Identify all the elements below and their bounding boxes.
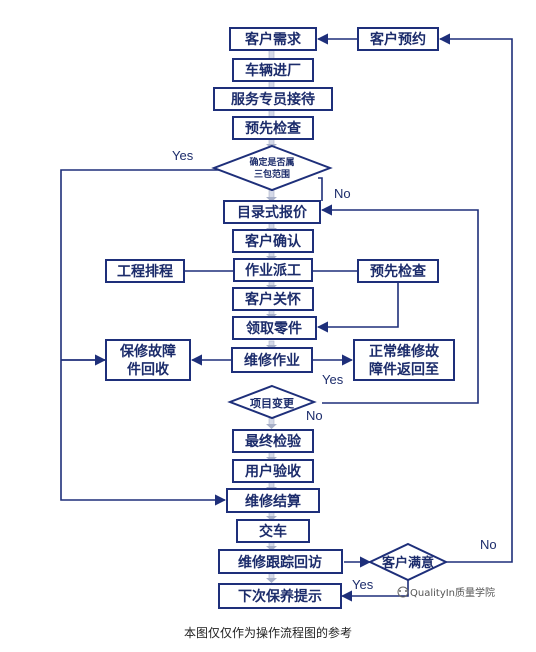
svg-text:客户满意: 客户满意	[382, 555, 434, 571]
svg-text:项目变更: 项目变更	[250, 396, 295, 410]
svg-text:预先检查: 预先检查	[370, 263, 427, 280]
svg-text:作业派工: 作业派工	[245, 262, 301, 279]
svg-text:预先检查: 预先检查	[245, 120, 302, 137]
wechat-icon	[397, 586, 409, 598]
svg-text:用户验收: 用户验收	[245, 463, 302, 480]
svg-text:下次保养提示: 下次保养提示	[238, 588, 322, 605]
svg-text:QualityIn质量学院: QualityIn质量学院	[410, 586, 495, 599]
svg-text:客户需求: 客户需求	[244, 31, 302, 48]
svg-text:维修结算: 维修结算	[245, 493, 301, 510]
edge-label-change-no: No	[306, 408, 323, 423]
decision-item-change: 项目变更	[227, 384, 317, 420]
svg-text:领取零件: 领取零件	[246, 320, 302, 337]
box-customer-need: 客户需求	[229, 27, 317, 51]
edge-label-repair-yes: Yes	[322, 372, 344, 387]
svg-text:客户预约: 客户预约	[369, 31, 426, 48]
box-normal-parts-return: 正常维修故 障件返回至	[353, 339, 455, 381]
svg-text:服务专员接待: 服务专员接待	[231, 91, 315, 108]
svg-text:保修故障: 保修故障	[119, 343, 176, 360]
svg-text:件回收: 件回收	[127, 361, 170, 378]
box-follow-up: 维修跟踪回访	[218, 549, 343, 574]
box-vehicle-entry: 车辆进厂	[232, 58, 314, 82]
box-quote: 目录式报价	[223, 200, 321, 224]
svg-text:确定是否属: 确定是否属	[249, 156, 294, 168]
box-pre-check-2: 预先检查	[357, 259, 439, 283]
flow-lines	[60, 33, 513, 602]
box-customer-care: 客户关怀	[232, 287, 314, 311]
watermark: QualityIn质量学院	[397, 586, 495, 599]
box-repair-work: 维修作业	[231, 347, 313, 373]
svg-text:维修作业: 维修作业	[244, 352, 300, 369]
box-service-reception: 服务专员接待	[213, 87, 333, 111]
box-customer-confirm: 客户确认	[232, 229, 314, 253]
svg-text:三包范围: 三包范围	[254, 168, 290, 180]
decision-warranty: 确定是否属 三包范围	[211, 144, 333, 192]
svg-text:障件返回至: 障件返回至	[369, 361, 439, 378]
box-final-inspection: 最终检验	[232, 429, 314, 453]
svg-text:目录式报价: 目录式报价	[237, 204, 308, 221]
box-faulty-parts-return: 保修故障 件回收	[105, 339, 191, 381]
svg-text:维修跟踪回访: 维修跟踪回访	[238, 554, 322, 571]
svg-text:车辆进厂: 车辆进厂	[245, 62, 301, 79]
box-pre-check-1: 预先检查	[232, 116, 314, 140]
edge-label-satisfied-no: No	[480, 537, 497, 552]
svg-text:交车: 交车	[259, 523, 287, 540]
box-customer-appointment: 客户预约	[357, 27, 439, 51]
edge-label-warranty-yes: Yes	[172, 148, 194, 163]
svg-text:工程排程: 工程排程	[117, 263, 173, 280]
box-user-acceptance: 用户验收	[232, 459, 314, 483]
box-delivery: 交车	[236, 519, 310, 543]
edge-label-satisfied-yes: Yes	[352, 577, 374, 592]
figure-caption: 本图仅仅作为操作流程图的参考	[184, 625, 352, 640]
svg-text:正常维修故: 正常维修故	[369, 343, 440, 360]
svg-text:最终检验: 最终检验	[245, 433, 302, 450]
svg-text:客户确认: 客户确认	[244, 233, 302, 250]
box-parts-pickup: 领取零件	[232, 316, 317, 340]
decision-satisfaction: 客户满意	[367, 542, 449, 582]
box-schedule: 工程排程	[105, 259, 185, 283]
box-work-dispatch: 作业派工	[233, 258, 313, 282]
box-settlement: 维修结算	[226, 488, 320, 513]
edge-label-warranty-no: No	[334, 186, 351, 201]
box-next-reminder: 下次保养提示	[218, 583, 342, 609]
svg-text:客户关怀: 客户关怀	[244, 291, 301, 308]
